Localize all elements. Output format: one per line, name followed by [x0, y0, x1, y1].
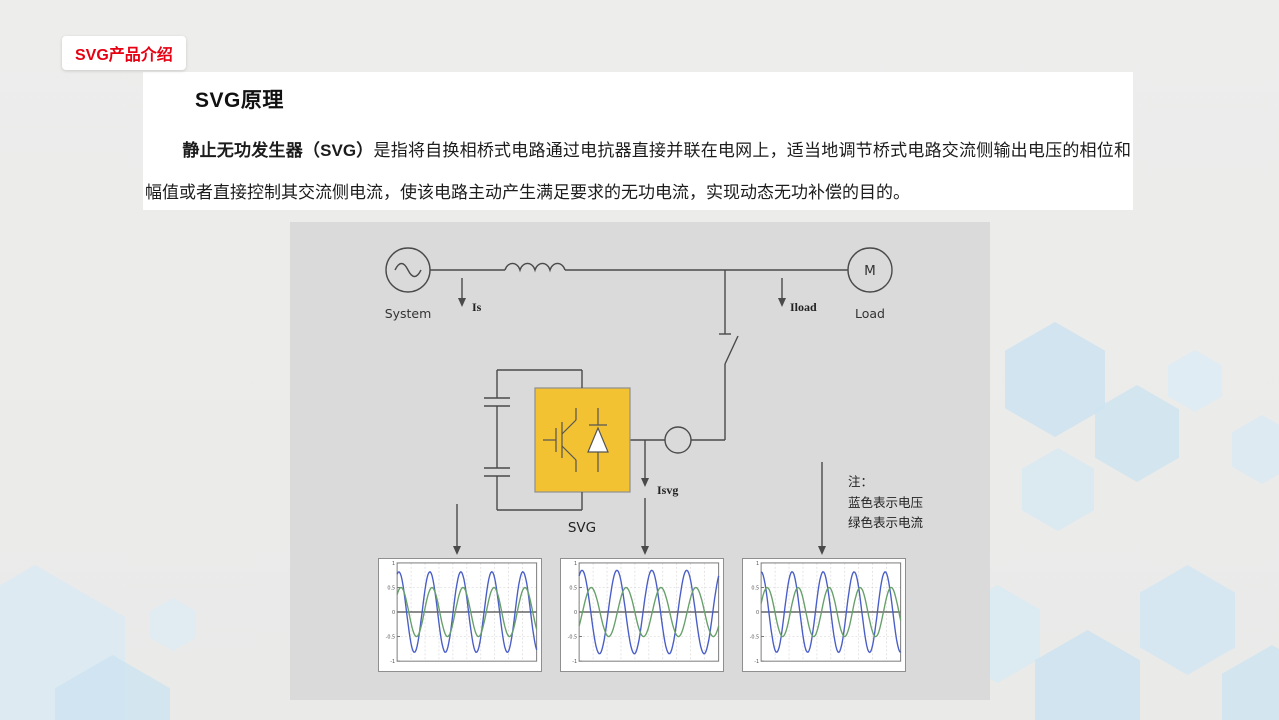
note-voltage-line: 蓝色表示电压 — [848, 495, 923, 510]
hexagon-decoration — [1168, 350, 1222, 412]
iload-current-label: Iload — [790, 300, 817, 314]
hexagon-decoration — [1022, 448, 1094, 531]
svg-text:1: 1 — [756, 561, 759, 567]
diode-symbol — [587, 408, 609, 472]
page-tag: SVG产品介绍 — [62, 36, 186, 70]
igbt-symbol — [543, 408, 577, 472]
svg-text:0: 0 — [392, 610, 395, 616]
hexagon-decoration — [1035, 630, 1140, 720]
note-title: 注： — [848, 474, 873, 489]
iload-current-arrow — [778, 278, 786, 307]
grid-wire — [430, 262, 848, 273]
load-label: Load — [855, 306, 885, 321]
plot-pointer-arrow-right — [818, 462, 826, 555]
svg-text:-0.5: -0.5 — [750, 635, 760, 641]
isvg-current-label: Isvg — [657, 483, 678, 497]
is-current-label: Is — [472, 300, 482, 314]
paragraph-body-text: 是指将自换相桥式电路通过电抗器直接并联在电网上，适当地调节桥式电路交流侧输出电压… — [145, 141, 1131, 202]
svg-text:-1: -1 — [390, 659, 395, 665]
hexagon-decoration — [1095, 385, 1179, 482]
svg-text:-1: -1 — [754, 659, 759, 665]
hexagon-decoration — [150, 598, 196, 651]
svg-text:0.5: 0.5 — [751, 585, 759, 591]
svg-converter-box — [534, 387, 631, 493]
diagram-panel: System M Load Is Iload SVG Isvg 注： 蓝色表示电… — [290, 222, 990, 700]
waveform-plot-system: 1 0.5 0 -0.5 -1 — [378, 558, 542, 672]
hexagon-decoration — [1232, 415, 1279, 484]
svg-text:-0.5: -0.5 — [386, 635, 396, 641]
waveform-plot-svg: 1 0.5 0 -0.5 -1 — [560, 558, 724, 672]
svg-text:1: 1 — [392, 561, 395, 567]
section-title: SVG原理 — [195, 89, 284, 112]
hexagon-decoration — [1140, 565, 1235, 675]
svg-text:-0.5: -0.5 — [568, 635, 578, 641]
svg-text:0: 0 — [756, 610, 759, 616]
svg-text:0: 0 — [574, 610, 577, 616]
load-motor-symbol — [847, 247, 893, 293]
plot-pointer-arrow-left — [453, 504, 461, 555]
current-transformer-symbol — [630, 426, 725, 454]
svg-text:-1: -1 — [572, 659, 577, 665]
body-paragraph: 静止无功发生器（SVG）是指将自换相桥式电路通过电抗器直接并联在电网上，适当地调… — [145, 130, 1131, 214]
hexagon-decoration — [1222, 645, 1279, 720]
page-tag-label: SVG产品介绍 — [75, 47, 173, 64]
breaker-switch-symbol — [719, 270, 739, 440]
is-current-arrow — [458, 278, 466, 307]
note-current-line: 绿色表示电流 — [848, 515, 924, 530]
isvg-current-arrow — [641, 440, 649, 555]
content-panel: SVG原理 静止无功发生器（SVG）是指将自换相桥式电路通过电抗器直接并联在电网… — [143, 72, 1133, 210]
hexagon-decoration — [1005, 322, 1105, 437]
svg-text:1: 1 — [574, 561, 577, 567]
svg-text:0.5: 0.5 — [569, 585, 577, 591]
paragraph-lead-bold: 静止无功发生器（SVG） — [182, 141, 374, 160]
circuit-diagram: System M Load Is Iload SVG Isvg 注： 蓝色表示电… — [385, 247, 924, 555]
dc-capacitor-symbols — [484, 369, 583, 511]
svg-text:0.5: 0.5 — [387, 585, 395, 591]
ac-source-symbol — [385, 247, 431, 293]
svg-converter-label: SVG — [568, 520, 596, 536]
load-motor-letter: M — [864, 263, 876, 279]
system-label: System — [385, 306, 432, 321]
waveform-plot-load: 1 0.5 0 -0.5 -1 — [742, 558, 906, 672]
reactor-inductor-symbol — [504, 262, 566, 273]
